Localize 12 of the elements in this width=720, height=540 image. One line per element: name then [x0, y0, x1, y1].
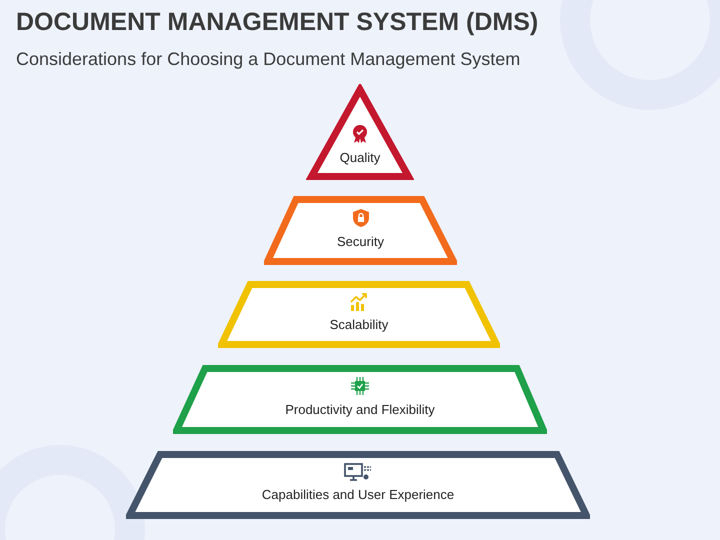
subtitle: Considerations for Choosing a Document Management System	[16, 49, 520, 70]
pyramid-tier	[173, 365, 547, 434]
tier-label: Productivity and Flexibility	[284, 402, 436, 417]
pyramid-base-tier	[126, 451, 590, 519]
tier-label: Capabilities and User Experience	[260, 487, 456, 502]
title: DOCUMENT MANAGEMENT SYSTEM (DMS)	[16, 8, 538, 37]
pyramid-tier	[218, 281, 500, 348]
pyramid-top-triangle	[306, 84, 414, 180]
pyramid-tier	[264, 196, 457, 265]
tier-label: Quality	[338, 150, 382, 165]
tier-label: Security	[336, 234, 385, 249]
tier-label: Scalability	[328, 317, 390, 332]
